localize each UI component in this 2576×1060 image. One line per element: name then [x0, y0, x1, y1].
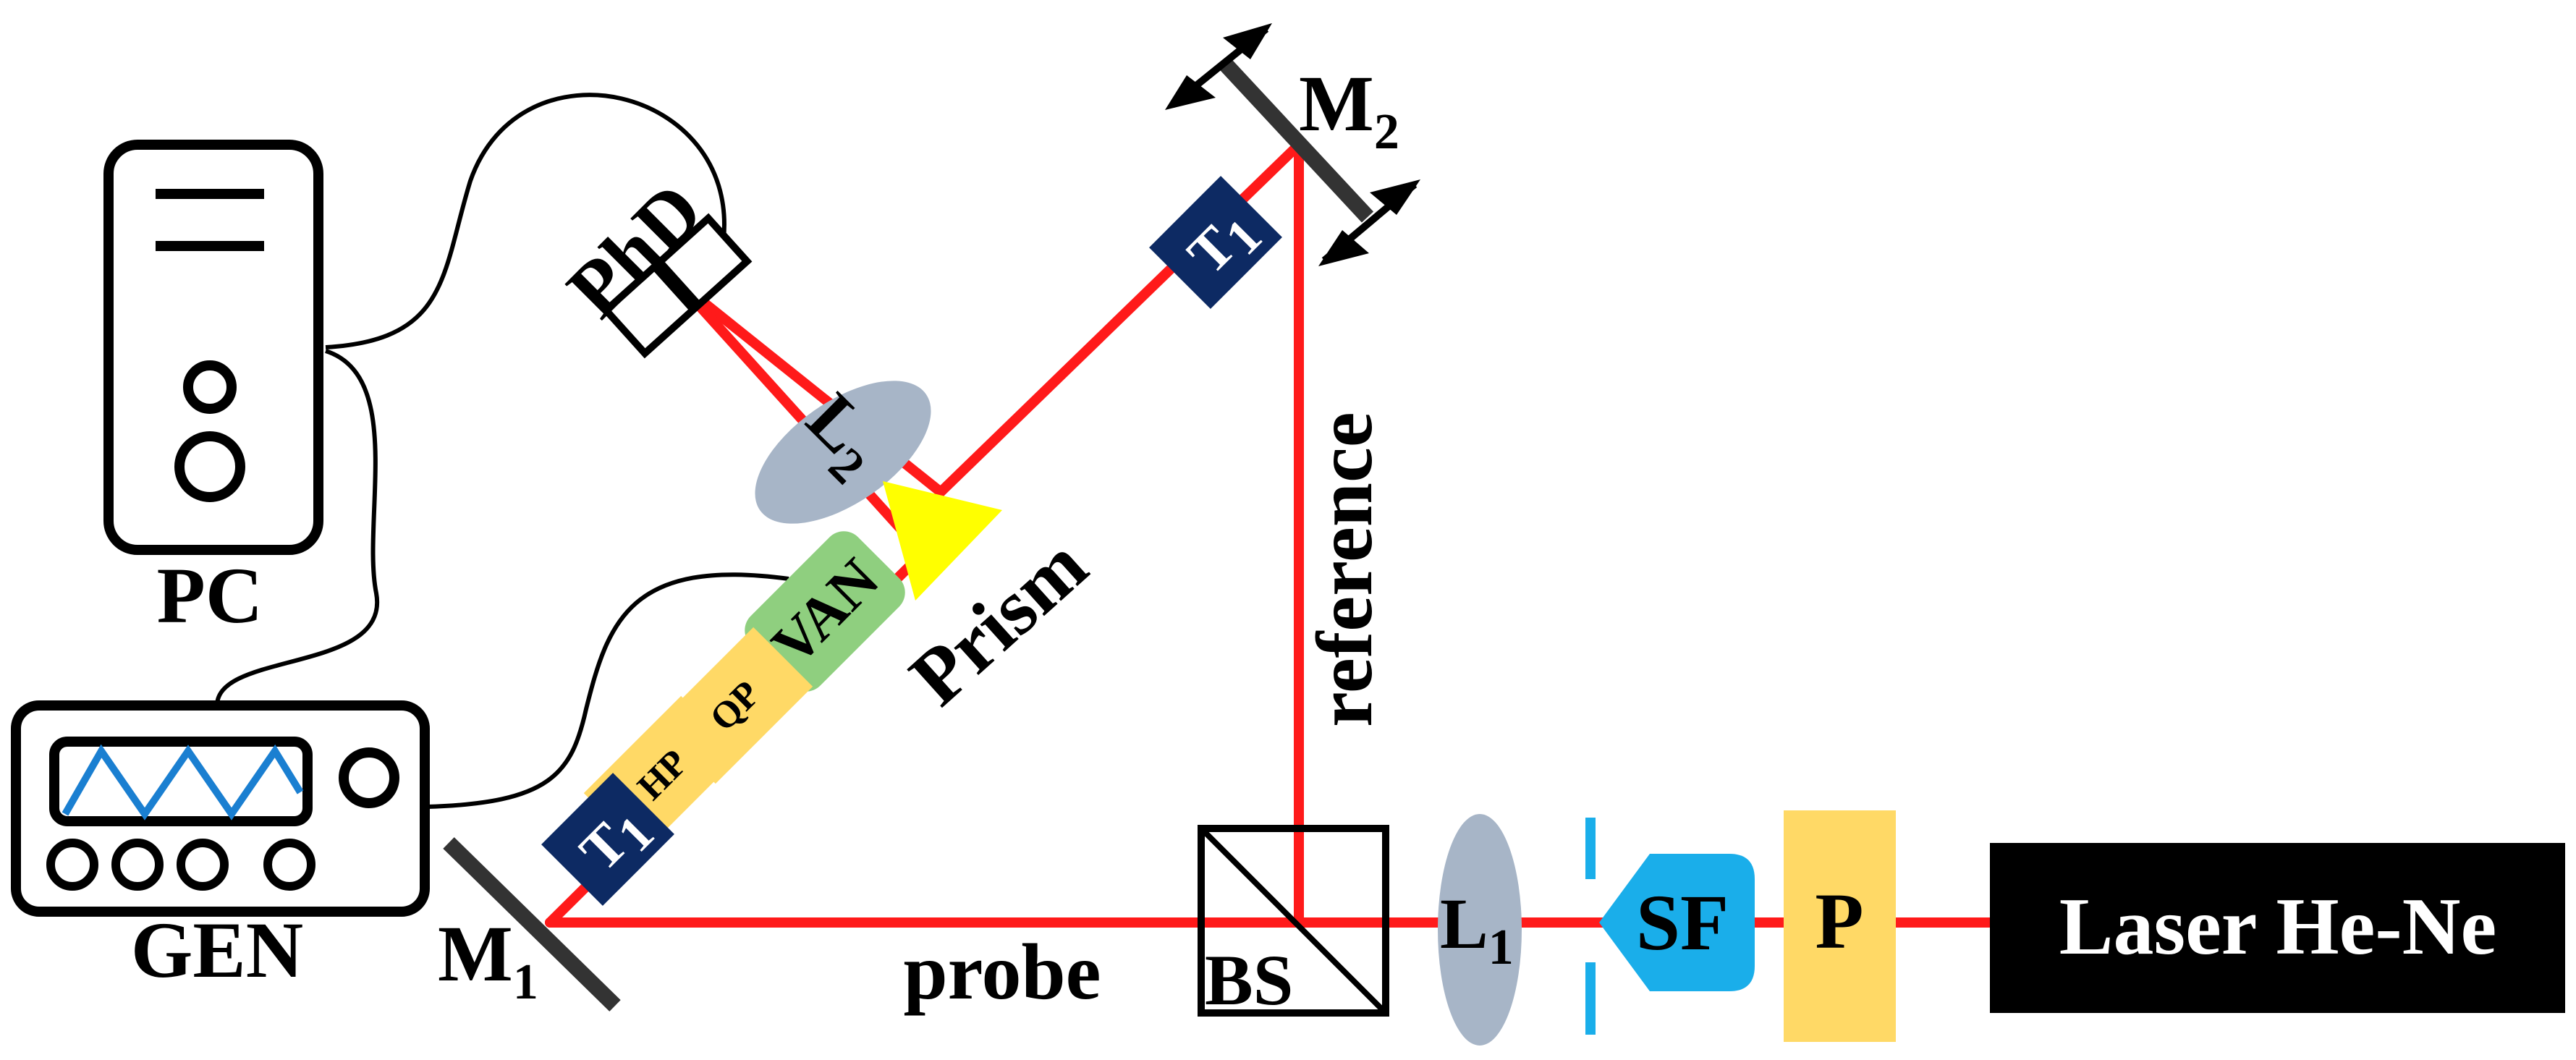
p-label: P	[1815, 877, 1863, 965]
lens-l2	[755, 381, 931, 524]
m2-adjust-arrow-bottom	[1318, 179, 1420, 266]
cables	[215, 93, 789, 809]
m2-to-prism-beam	[936, 140, 1304, 497]
polarizer-p	[1784, 810, 1896, 1042]
prism	[883, 481, 1002, 601]
beam-splitter-bs	[1198, 825, 1389, 1017]
reference-label: reference	[1300, 412, 1389, 727]
m1-label: M1	[438, 910, 538, 1010]
probe-label: probe	[903, 928, 1101, 1016]
photodetector-phd	[601, 213, 753, 359]
bs-label: BS	[1205, 940, 1293, 1020]
lens-l1	[1438, 814, 1522, 1046]
mirror-m2	[1165, 23, 1420, 266]
pc-computer	[103, 140, 323, 555]
mirror-m1	[443, 837, 621, 1012]
waveform-icon	[62, 744, 304, 821]
pc-phd-cable	[325, 93, 726, 349]
gen-van-cable	[426, 572, 789, 809]
laser-he-ne	[1990, 843, 2565, 1013]
spatial-filter-sf	[1585, 818, 1755, 1035]
laser-beams	[545, 140, 1995, 928]
m2-label: M2	[1299, 59, 1399, 160]
l1-label: L1	[1440, 883, 1514, 975]
m2-adjust-arrow-top	[1165, 23, 1272, 110]
telescope-t1-lower: T1	[541, 773, 674, 906]
signal-generator	[11, 700, 430, 917]
pc-gen-cable	[215, 349, 380, 706]
pc-label: PC	[157, 551, 263, 640]
gen-label: GEN	[131, 906, 303, 994]
sf-label: SF	[1636, 878, 1729, 967]
telescope-t1-upper: T1	[1149, 176, 1282, 309]
laser-label: Laser He-Ne	[2059, 882, 2496, 972]
